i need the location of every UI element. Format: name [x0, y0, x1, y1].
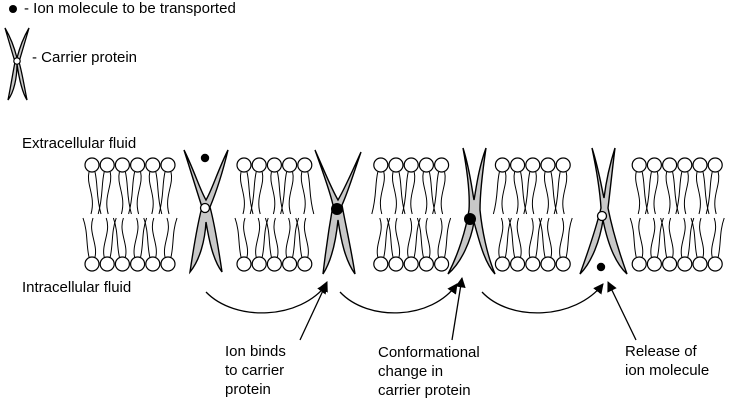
pointer-line-3 — [607, 281, 637, 341]
legend-carrier-label: - Carrier protein — [32, 49, 138, 66]
step-label-release: Release of ion molecule — [625, 343, 710, 379]
ion-molecule-outside — [200, 153, 210, 163]
step-arrow-2 — [339, 283, 458, 314]
step-label-bind: Ion binds to carrier protein — [225, 343, 286, 398]
legend-carrier-icon — [4, 27, 30, 101]
ion-molecule-released — [596, 262, 606, 272]
step-arrow-1 — [205, 283, 328, 314]
legend-ion-icon — [9, 5, 17, 13]
ion-molecule-bound — [331, 203, 343, 215]
step-arrow-3 — [481, 283, 604, 314]
extracellular-label: Extracellular fluid — [22, 135, 137, 152]
lipid-bilayer — [82, 157, 725, 272]
pointer-line-1 — [299, 281, 328, 341]
pointer-line-2 — [451, 276, 466, 341]
intracellular-label: Intracellular fluid — [22, 279, 132, 296]
step-label-conformational: Conformational change in carrier protein — [378, 344, 480, 399]
carrier-protein-1 — [183, 149, 229, 275]
carrier-protein-3 — [447, 147, 496, 275]
legend-ion-label: - Ion molecule to be transported — [24, 0, 236, 17]
carrier-protein-4 — [579, 147, 628, 275]
ion-molecule-transit — [464, 213, 476, 225]
